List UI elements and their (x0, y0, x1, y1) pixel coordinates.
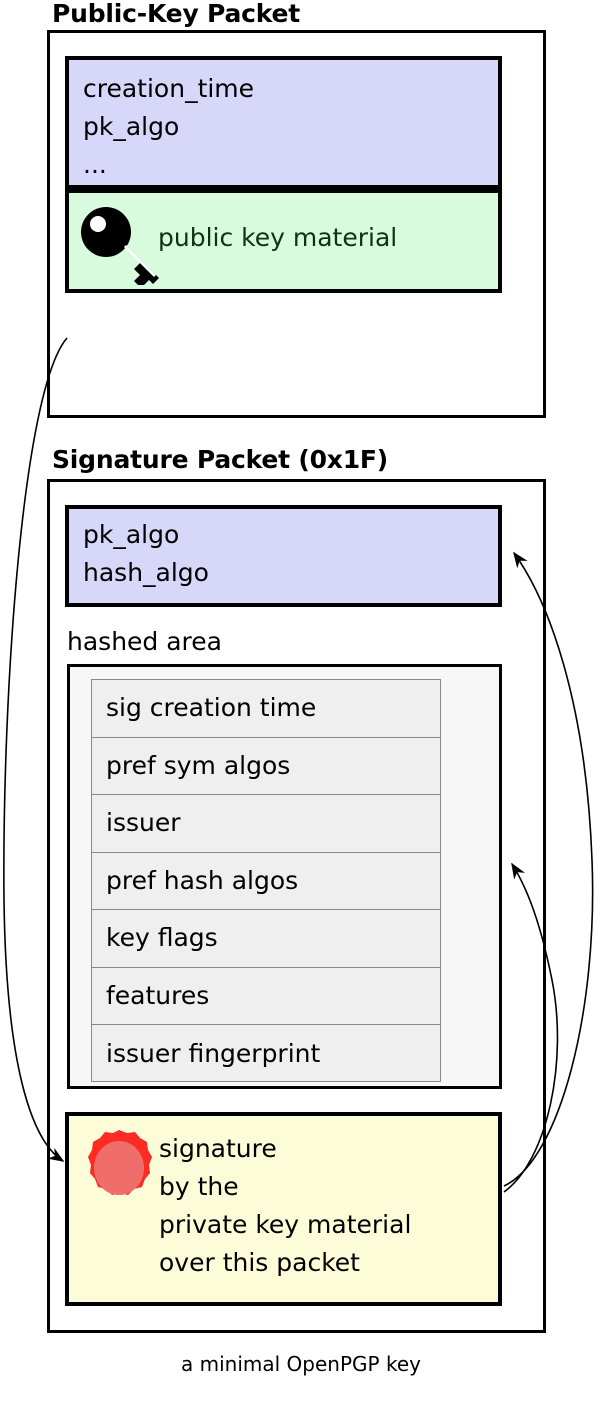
public-key-metadata-box: creation_time pk_algo ... (65, 56, 502, 189)
public-key-material-box: public key material (65, 189, 502, 293)
diagram-caption: a minimal OpenPGP key (181, 1352, 421, 1376)
subpacket-list: sig creation time pref sym algos issuer … (91, 679, 441, 1082)
list-item: key flags (92, 910, 440, 968)
signature-value-box: signature by the private key material ov… (65, 1112, 502, 1306)
signature-algo-box: pk_algo hash_algo (65, 505, 502, 607)
public-key-material-label: public key material (158, 223, 398, 252)
public-key-packet-title: Public-Key Packet (52, 0, 301, 28)
public-key-metadata-fields: creation_time pk_algo ... (83, 74, 255, 179)
list-item: sig creation time (92, 680, 440, 738)
list-item: issuer fingerprint (106, 1038, 321, 1068)
hashed-area-label: hashed area (67, 627, 222, 656)
signature-packet-title: Signature Packet (0x1F) (52, 445, 389, 474)
list-item: pref sym algos (92, 738, 440, 795)
hashed-area-box: sig creation time pref sym algos issuer … (67, 664, 502, 1089)
key-icon (79, 205, 161, 288)
list-item: pref hash algos (92, 853, 440, 910)
signature-algo-fields: pk_algo hash_algo (83, 520, 209, 587)
wax-seal-icon (81, 1129, 157, 1207)
signature-description: signature by the private key material ov… (159, 1134, 412, 1277)
list-item: features (92, 968, 440, 1025)
list-item: issuer (92, 795, 440, 853)
